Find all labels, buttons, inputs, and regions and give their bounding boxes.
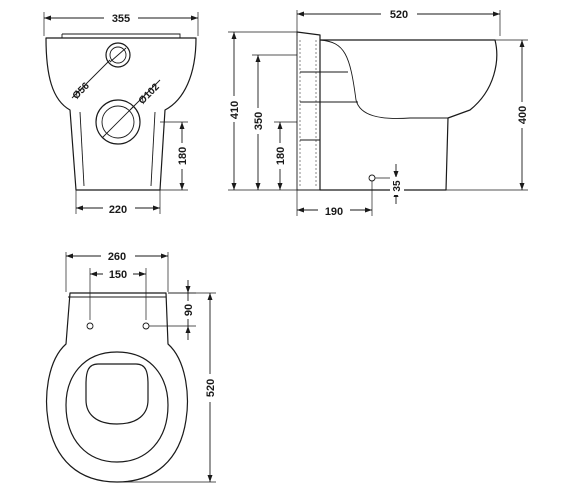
fixing-hole — [368, 174, 376, 182]
fixing-holes — [86, 322, 150, 330]
side-inlet-height-label: 350 — [253, 112, 265, 130]
top-fixing-centres-label: 150 — [109, 269, 127, 281]
top-bowl-opening — [85, 363, 149, 425]
inlet-opening — [105, 42, 131, 68]
side-body-outline — [296, 31, 498, 191]
outlet-opening — [95, 99, 141, 145]
front-outlet-height-label: 180 — [177, 147, 189, 165]
top-seat-width-label: 260 — [108, 251, 126, 263]
side-height-label: 410 — [229, 101, 241, 119]
inlet-diameter-label: Ø56 — [71, 80, 92, 101]
side-fixing-height-label: 35 — [392, 180, 403, 192]
side-outlet-height-label: 180 — [275, 147, 287, 165]
top-length-label: 520 — [205, 379, 217, 397]
side-length-label: 520 — [390, 9, 408, 21]
front-base-width-label: 220 — [109, 204, 127, 216]
front-view: 355 Ø56 Ø102 180 — [43, 10, 199, 216]
side-view: 520 410 350 180 — [226, 7, 530, 218]
side-rim-height-label: 400 — [517, 106, 529, 124]
outlet-diameter-label: Ø102 — [137, 81, 162, 106]
top-view: 260 150 90 520 — [46, 249, 218, 483]
top-fixing-setback-label: 90 — [183, 304, 195, 316]
front-bowl-outline — [45, 37, 197, 191]
front-width-label: 355 — [112, 13, 130, 25]
side-outlet-offset-label: 190 — [325, 206, 343, 218]
